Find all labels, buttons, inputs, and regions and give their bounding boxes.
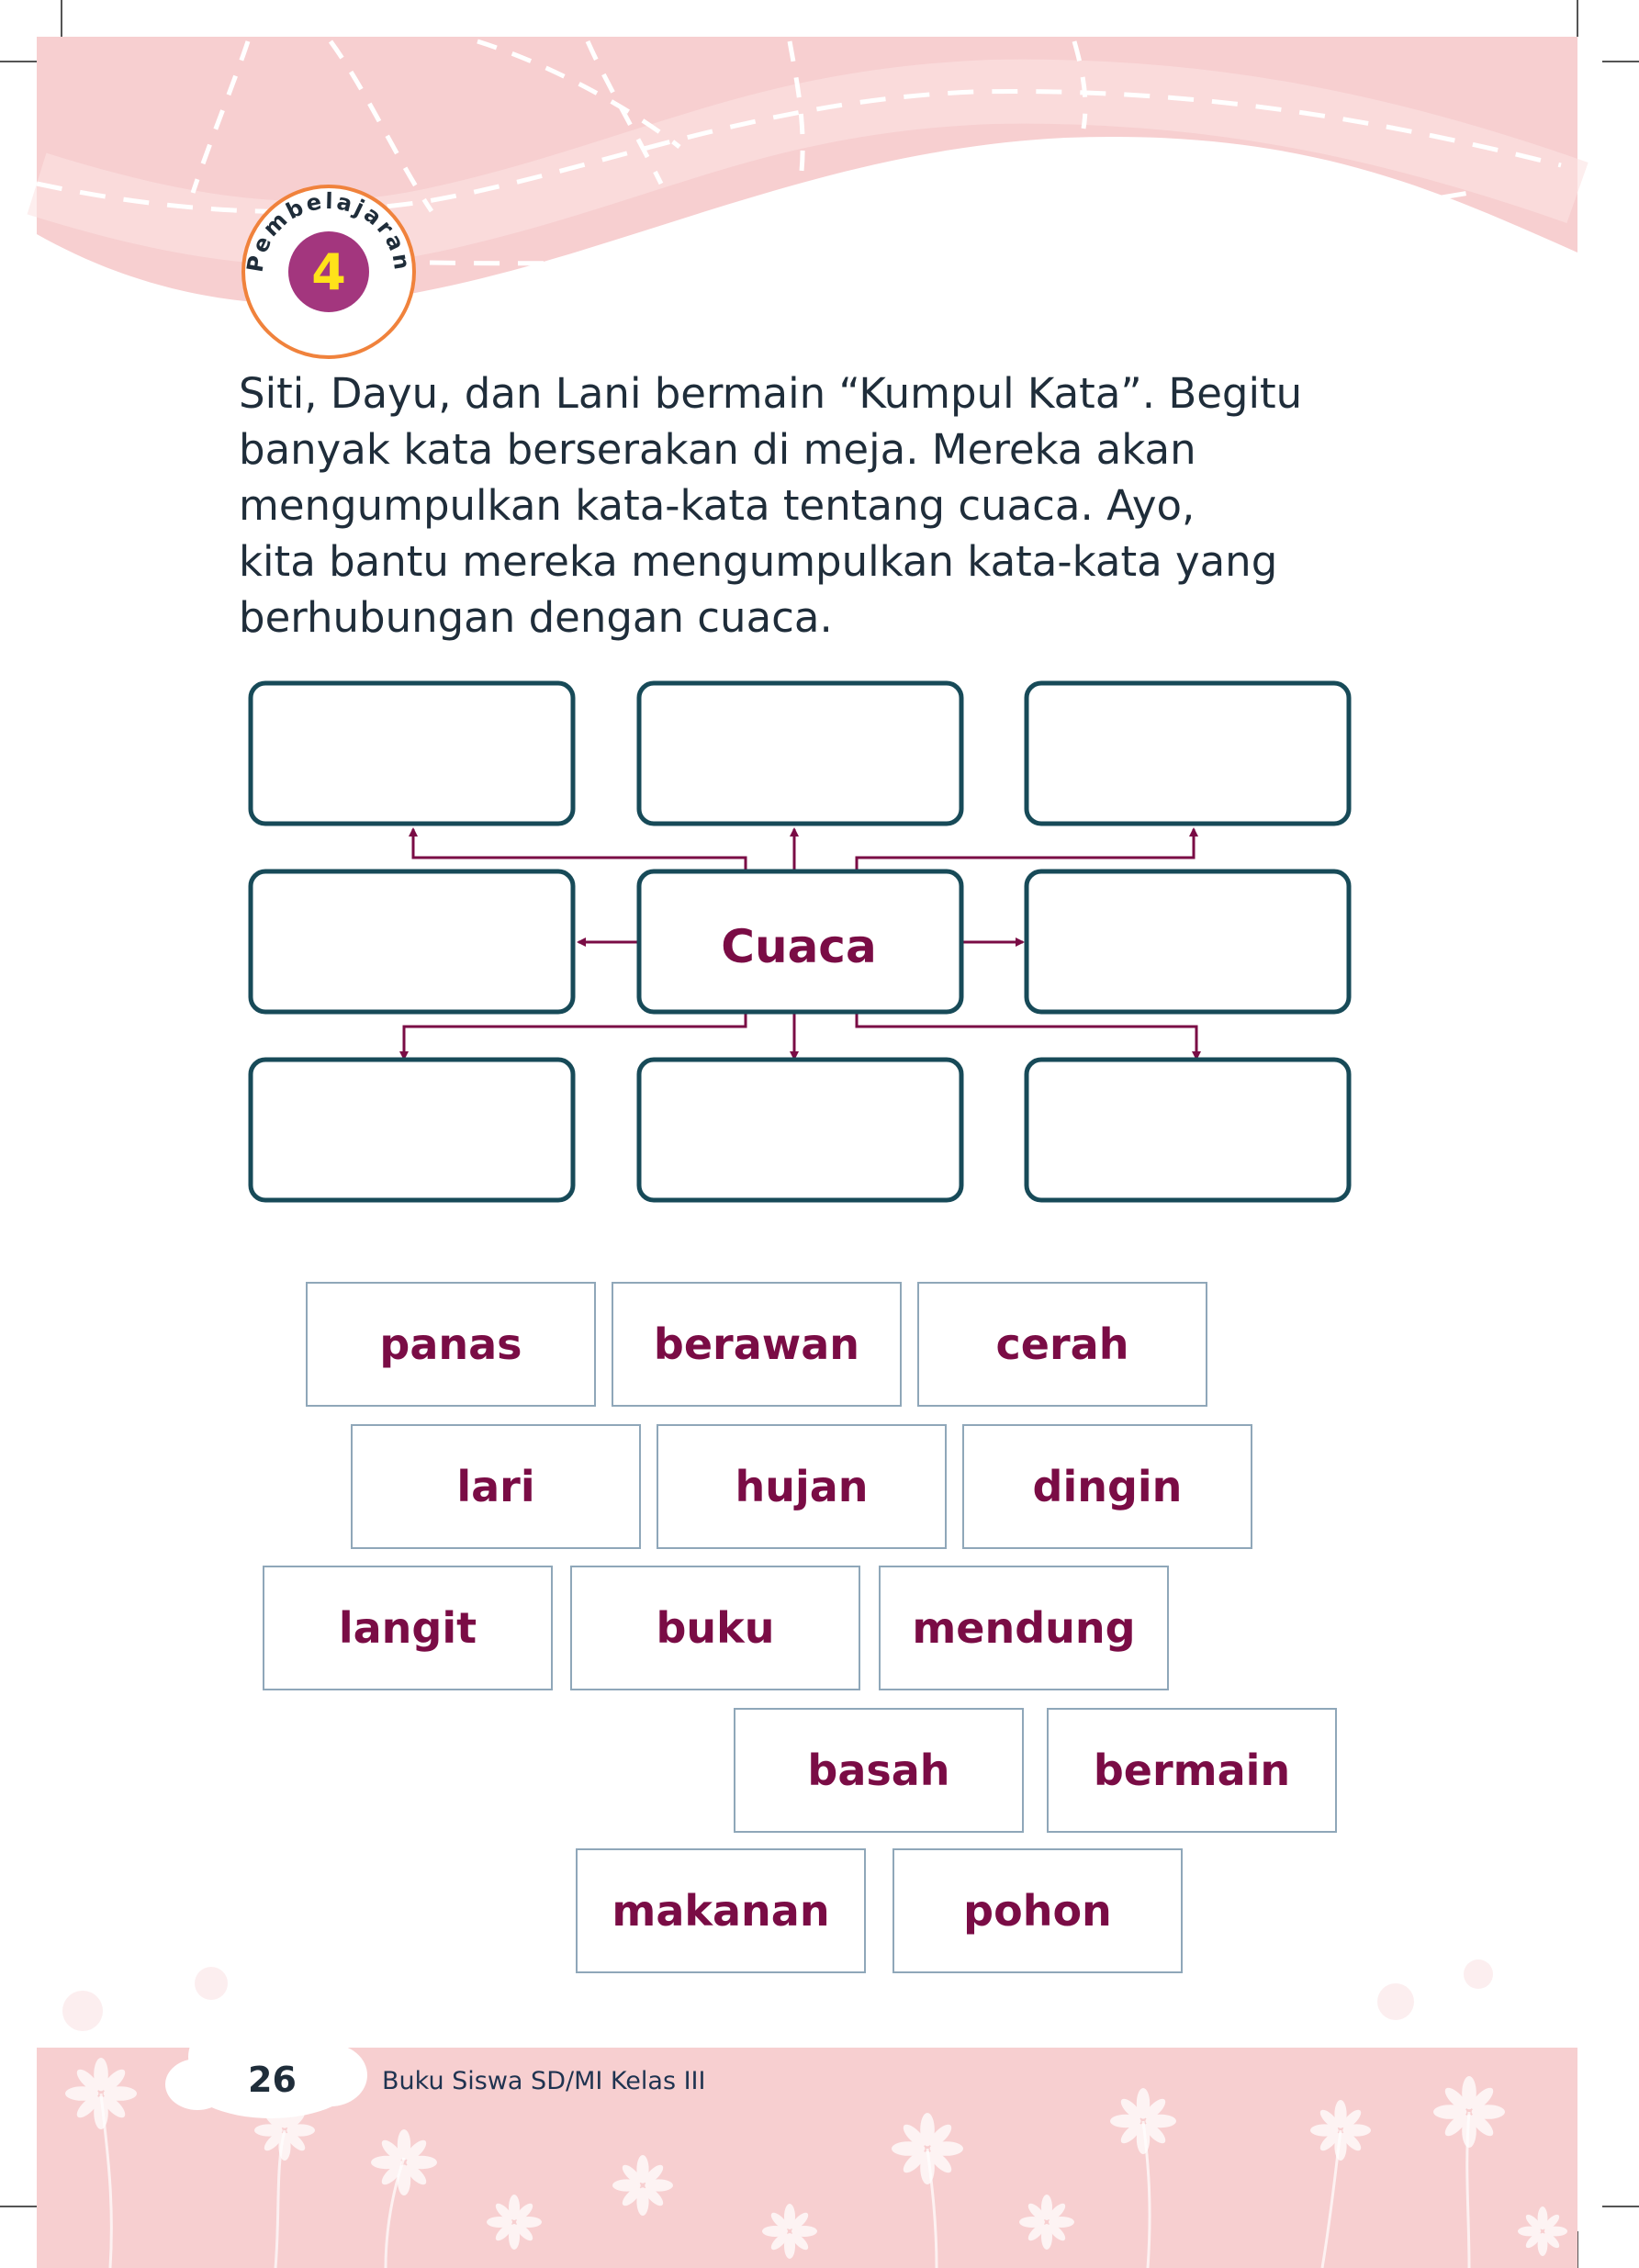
word-card[interactable]: berawan (612, 1282, 902, 1407)
center-label: Cuaca (721, 920, 876, 973)
lesson-badge: Pembelajaran 4 (241, 185, 416, 359)
answer-box[interactable] (636, 1057, 964, 1203)
intro-paragraph: Siti, Dayu, dan Lani bermain “Kumpul Kat… (239, 365, 1377, 646)
page-number-cloud (165, 2009, 367, 2118)
book-title: Buku Siswa SD/MI Kelas III (382, 2067, 706, 2095)
center-box (636, 869, 964, 1015)
crop-mark (1602, 61, 1639, 62)
connector-arrow (855, 827, 1198, 870)
word-card[interactable]: bermain (1047, 1708, 1337, 1833)
word-card[interactable]: cerah (917, 1282, 1207, 1407)
intro-line: Siti, Dayu, dan Lani bermain “Kumpul Kat… (239, 369, 1303, 418)
answer-box[interactable] (1024, 1057, 1352, 1203)
answer-box[interactable] (1024, 869, 1352, 1015)
intro-line: mengumpulkan kata-kata tentang cuaca. Ay… (239, 481, 1196, 530)
answer-box[interactable] (248, 680, 576, 826)
lesson-number: 4 (311, 243, 346, 301)
intro-line: kita bantu mereka mengumpulkan kata-kata… (239, 537, 1278, 586)
cuaca-mind-map: Cuaca (248, 680, 1352, 1203)
connector-arrow (409, 827, 747, 870)
footer-band (37, 1956, 1577, 2268)
word-card[interactable]: dingin (962, 1424, 1252, 1549)
word-card[interactable]: panas (306, 1282, 596, 1407)
word-card[interactable]: buku (570, 1566, 860, 1690)
word-card[interactable]: makanan (576, 1848, 866, 1973)
crop-mark (1602, 2206, 1639, 2207)
word-card[interactable]: basah (734, 1708, 1024, 1833)
word-card[interactable]: mendung (879, 1566, 1169, 1690)
answer-box[interactable] (248, 1057, 576, 1203)
word-card[interactable]: hujan (657, 1424, 947, 1549)
crop-mark (0, 61, 37, 62)
connector-arrow (399, 1012, 747, 1061)
crop-mark (0, 2206, 37, 2207)
crop-mark (61, 0, 62, 37)
answer-box[interactable] (1024, 680, 1352, 826)
word-card[interactable]: pohon (892, 1848, 1183, 1973)
intro-line: banyak kata berserakan di meja. Mereka a… (239, 425, 1196, 474)
connector-arrow (855, 1012, 1201, 1061)
word-card[interactable]: langit (263, 1566, 553, 1690)
answer-box[interactable] (248, 869, 576, 1015)
crop-mark (1577, 0, 1578, 37)
word-card[interactable]: lari (351, 1424, 641, 1549)
intro-line: berhubungan dengan cuaca. (239, 593, 833, 642)
page-number: 26 (248, 2060, 297, 2100)
answer-box[interactable] (636, 680, 964, 826)
